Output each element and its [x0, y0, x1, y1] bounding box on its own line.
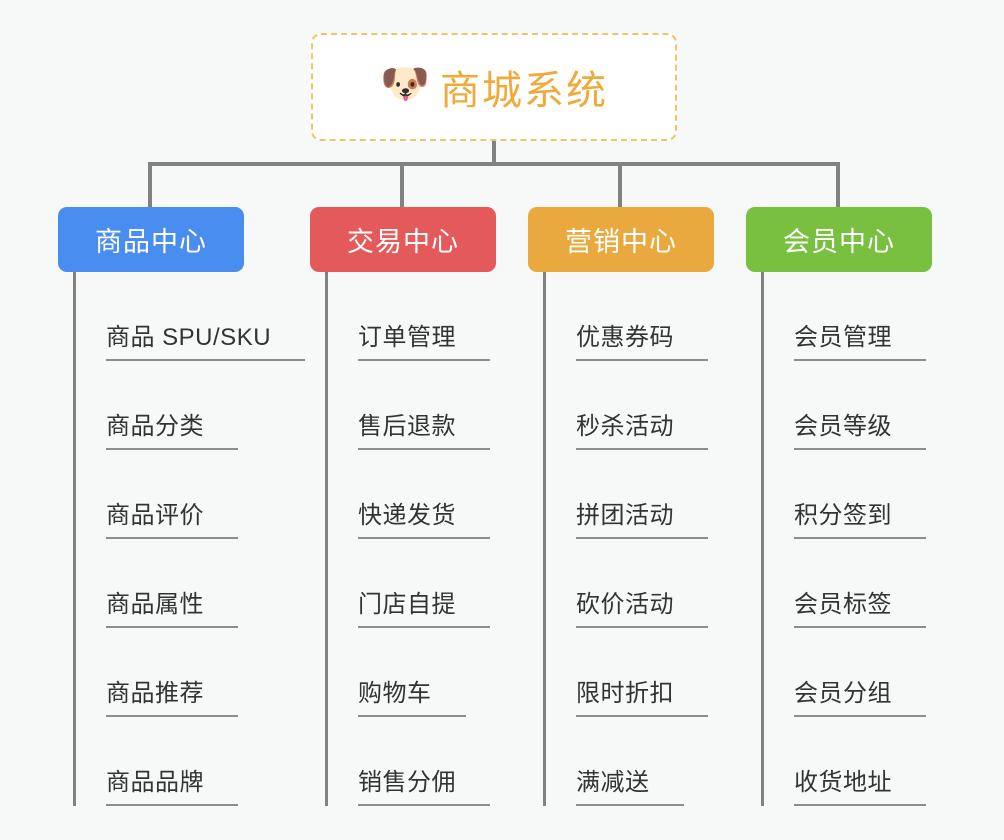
leaf-list-marketing-center: 优惠券码 秒杀活动 拼团活动 砍价活动 限时折扣 满减送: [543, 272, 778, 806]
branch-label: 会员中心: [783, 227, 895, 257]
leaf-underline: 商品品牌: [106, 762, 238, 806]
list-item[interactable]: 购物车: [328, 628, 570, 717]
leaf-label: 拼团活动: [576, 502, 674, 529]
list-item[interactable]: 收货地址: [764, 717, 996, 806]
list-item[interactable]: 门店自提: [328, 539, 570, 628]
connector-drop-product-center: [148, 162, 152, 208]
branch-marketing-center: 营销中心 优惠券码 秒杀活动 拼团活动 砍价活动 限时折扣 满减送: [528, 207, 778, 806]
root-title: 商城系统: [440, 69, 608, 113]
leaf-list-product-center: 商品 SPU/SKU 商品分类 商品评价 商品属性 商品推荐 商品品牌: [73, 272, 338, 806]
leaf-underline: 拼团活动: [576, 495, 708, 539]
leaf-underline: 收货地址: [794, 762, 926, 806]
leaf-label: 会员等级: [794, 413, 892, 440]
leaf-label: 商品 SPU/SKU: [106, 324, 272, 351]
leaf-underline: 秒杀活动: [576, 406, 708, 450]
leaf-underline: 商品分类: [106, 406, 238, 450]
leaf-label: 商品评价: [106, 502, 204, 529]
leaf-underline: 会员标签: [794, 584, 926, 628]
branch-header-trade-center[interactable]: 交易中心: [310, 207, 496, 272]
leaf-underline: 销售分佣: [358, 762, 490, 806]
list-item[interactable]: 售后退款: [328, 361, 570, 450]
list-item[interactable]: 商品品牌: [76, 717, 338, 806]
leaf-underline: 限时折扣: [576, 673, 708, 717]
leaf-underline: 商品评价: [106, 495, 238, 539]
leaf-label: 商品属性: [106, 591, 204, 618]
leaf-label: 购物车: [358, 680, 432, 707]
leaf-list-member-center: 会员管理 会员等级 积分签到 会员标签 会员分组 收货地址: [761, 272, 996, 806]
branch-product-center: 商品中心 商品 SPU/SKU 商品分类 商品评价 商品属性 商品推荐 商品品牌: [58, 207, 338, 806]
leaf-underline: 购物车: [358, 673, 466, 717]
leaf-underline: 商品属性: [106, 584, 238, 628]
leaf-label: 会员分组: [794, 680, 892, 707]
leaf-underline: 优惠券码: [576, 317, 708, 361]
list-item[interactable]: 满减送: [546, 717, 778, 806]
connector-drop-member-center: [836, 162, 840, 208]
leaf-label: 商品分类: [106, 413, 204, 440]
leaf-label: 限时折扣: [576, 680, 674, 707]
leaf-label: 砍价活动: [576, 591, 674, 618]
leaf-label: 售后退款: [358, 413, 456, 440]
leaf-label: 满减送: [576, 769, 650, 796]
list-item[interactable]: 秒杀活动: [546, 361, 778, 450]
list-item[interactable]: 积分签到: [764, 450, 996, 539]
branch-member-center: 会员中心 会员管理 会员等级 积分签到 会员标签 会员分组 收货地址: [746, 207, 996, 806]
leaf-label: 秒杀活动: [576, 413, 674, 440]
leaf-label: 商品推荐: [106, 680, 204, 707]
connector-horizontal-bus: [148, 162, 838, 166]
dog-face-icon: 🐶: [380, 62, 430, 106]
list-item[interactable]: 快递发货: [328, 450, 570, 539]
list-item[interactable]: 商品推荐: [76, 628, 338, 717]
list-item[interactable]: 会员标签: [764, 539, 996, 628]
leaf-label: 门店自提: [358, 591, 456, 618]
list-item[interactable]: 商品分类: [76, 361, 338, 450]
leaf-label: 订单管理: [358, 324, 456, 351]
leaf-label: 会员标签: [794, 591, 892, 618]
list-item[interactable]: 砍价活动: [546, 539, 778, 628]
connector-drop-trade-center: [400, 162, 404, 208]
leaf-underline: 商品推荐: [106, 673, 238, 717]
list-item[interactable]: 限时折扣: [546, 628, 778, 717]
branch-header-member-center[interactable]: 会员中心: [746, 207, 932, 272]
branch-label: 商品中心: [95, 227, 207, 257]
leaf-list-trade-center: 订单管理 售后退款 快递发货 门店自提 购物车 销售分佣: [325, 272, 570, 806]
list-item[interactable]: 拼团活动: [546, 450, 778, 539]
list-item[interactable]: 商品属性: [76, 539, 338, 628]
leaf-underline: 商品 SPU/SKU: [106, 317, 306, 361]
root-node[interactable]: 🐶 商城系统: [311, 33, 677, 141]
leaf-label: 销售分佣: [358, 769, 456, 796]
leaf-underline: 满减送: [576, 762, 684, 806]
branch-label: 营销中心: [565, 227, 677, 257]
branch-label: 交易中心: [347, 227, 459, 257]
leaf-underline: 砍价活动: [576, 584, 708, 628]
leaf-label: 商品品牌: [106, 769, 204, 796]
leaf-underline: 会员管理: [794, 317, 926, 361]
leaf-underline: 门店自提: [358, 584, 490, 628]
leaf-underline: 会员分组: [794, 673, 926, 717]
list-item[interactable]: 会员管理: [764, 272, 996, 361]
list-item[interactable]: 商品 SPU/SKU: [76, 272, 338, 361]
branch-header-marketing-center[interactable]: 营销中心: [528, 207, 714, 272]
branch-header-product-center[interactable]: 商品中心: [58, 207, 244, 272]
leaf-label: 快递发货: [358, 502, 456, 529]
leaf-label: 优惠券码: [576, 324, 674, 351]
leaf-underline: 订单管理: [358, 317, 490, 361]
leaf-label: 收货地址: [794, 769, 892, 796]
connector-root-stem: [492, 141, 496, 165]
list-item[interactable]: 会员分组: [764, 628, 996, 717]
leaf-underline: 售后退款: [358, 406, 490, 450]
list-item[interactable]: 销售分佣: [328, 717, 570, 806]
list-item[interactable]: 订单管理: [328, 272, 570, 361]
list-item[interactable]: 商品评价: [76, 450, 338, 539]
branch-trade-center: 交易中心 订单管理 售后退款 快递发货 门店自提 购物车 销售分佣: [310, 207, 570, 806]
leaf-underline: 积分签到: [794, 495, 926, 539]
list-item[interactable]: 优惠券码: [546, 272, 778, 361]
list-item[interactable]: 会员等级: [764, 361, 996, 450]
leaf-label: 积分签到: [794, 502, 892, 529]
leaf-underline: 会员等级: [794, 406, 926, 450]
leaf-label: 会员管理: [794, 324, 892, 351]
leaf-underline: 快递发货: [358, 495, 490, 539]
connector-drop-marketing-center: [618, 162, 622, 208]
